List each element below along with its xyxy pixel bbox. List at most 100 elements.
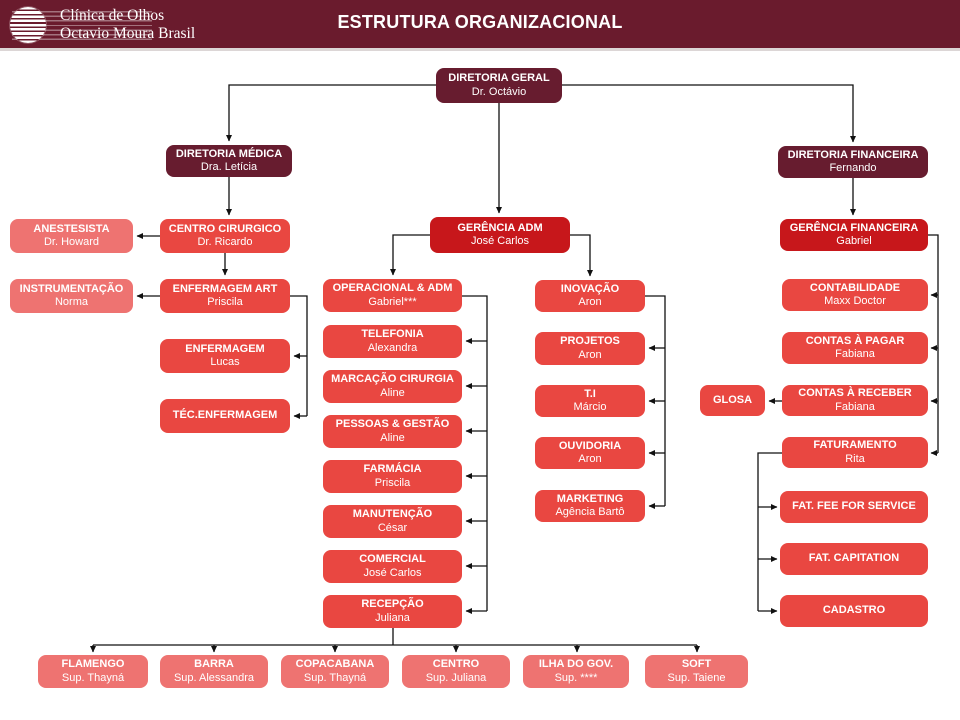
node-diretoria-financeira: DIRETORIA FINANCEIRA Fernando bbox=[778, 146, 928, 178]
node-title: GERÊNCIA FINANCEIRA bbox=[789, 221, 919, 234]
node-title: TÉC.ENFERMAGEM bbox=[172, 409, 278, 422]
node-title: CONTAS À RECEBER bbox=[798, 387, 912, 400]
node-diretoria-geral: DIRETORIA GERAL Dr. Octávio bbox=[436, 68, 562, 103]
logo-globe-icon bbox=[10, 7, 46, 43]
node-title: MARCAÇÃO CIRURGIA bbox=[331, 373, 454, 386]
node-title: RECEPÇÃO bbox=[361, 598, 424, 611]
node-subtitle: José Carlos bbox=[470, 235, 530, 248]
node-title: CADASTRO bbox=[822, 604, 886, 617]
node-subtitle: Sup. Thayná bbox=[303, 671, 367, 684]
node-title: BARRA bbox=[194, 658, 234, 671]
node-title: CONTAS À PAGAR bbox=[805, 334, 905, 347]
node-projetos: PROJETOS Aron bbox=[535, 332, 645, 365]
node-title: FATURAMENTO bbox=[813, 439, 897, 452]
node-title: CENTRO CIRURGICO bbox=[168, 222, 282, 235]
node-contas-a-receber: CONTAS À RECEBER Fabiana bbox=[782, 385, 928, 416]
node-subtitle: Fabiana bbox=[835, 400, 875, 413]
node-centro-cirurgico: CENTRO CIRURGICO Dr. Ricardo bbox=[160, 219, 290, 253]
node-ti: T.I Márcio bbox=[535, 385, 645, 417]
node-contas-a-pagar: CONTAS À PAGAR Fabiana bbox=[782, 332, 928, 364]
node-subtitle: Aline bbox=[380, 386, 405, 399]
node-pessoas-gestao: PESSOAS & GESTÃO Aline bbox=[323, 415, 462, 448]
node-title: OPERACIONAL & ADM bbox=[332, 282, 453, 295]
node-subtitle: Dra. Letícia bbox=[200, 161, 258, 174]
node-operacional-adm: OPERACIONAL & ADM Gabriel*** bbox=[323, 279, 462, 312]
node-title: GERÊNCIA ADM bbox=[457, 221, 543, 234]
node-soft: SOFT Sup. Taiene bbox=[645, 655, 748, 688]
node-comercial: COMERCIAL José Carlos bbox=[323, 550, 462, 583]
node-title: ANESTESISTA bbox=[33, 222, 110, 235]
node-subtitle: Juliana bbox=[375, 611, 410, 624]
node-title: GLOSA bbox=[712, 393, 753, 406]
node-subtitle: Dr. Ricardo bbox=[197, 236, 253, 249]
node-farmacia: FARMÁCIA Priscila bbox=[323, 460, 462, 493]
node-subtitle: Gabriel bbox=[836, 235, 872, 248]
node-subtitle: Sup. Thayná bbox=[61, 671, 125, 684]
node-subtitle: Aline bbox=[380, 431, 405, 444]
node-subtitle: Agência Bartô bbox=[555, 506, 625, 519]
node-subtitle: Márcio bbox=[573, 401, 607, 414]
node-subtitle: Aron bbox=[578, 296, 602, 309]
node-fat-fee-for-service: FAT. FEE FOR SERVICE bbox=[780, 491, 928, 523]
node-instrumentacao: INSTRUMENTAÇÃO Norma bbox=[10, 279, 133, 313]
node-subtitle: Aron bbox=[578, 453, 602, 466]
node-inovacao: INOVAÇÃO Aron bbox=[535, 280, 645, 312]
node-faturamento: FATURAMENTO Rita bbox=[782, 437, 928, 468]
header-bar: Clínica de Olhos Octavio Moura Brasil ES… bbox=[0, 0, 960, 51]
node-subtitle: Aron bbox=[578, 348, 602, 361]
node-tec-enfermagem: TÉC.ENFERMAGEM bbox=[160, 399, 290, 433]
node-title: ILHA DO GOV. bbox=[538, 658, 614, 671]
node-subtitle: Fabiana bbox=[835, 348, 875, 361]
clinic-name-line1: Clínica de Olhos bbox=[60, 7, 165, 24]
node-title: DIRETORIA FINANCEIRA bbox=[787, 148, 919, 161]
node-recepcao: RECEPÇÃO Juliana bbox=[323, 595, 462, 628]
node-title: ENFERMAGEM bbox=[185, 342, 265, 355]
node-barra: BARRA Sup. Alessandra bbox=[160, 655, 268, 688]
node-glosa: GLOSA bbox=[700, 385, 765, 416]
node-subtitle: Sup. Juliana bbox=[425, 671, 487, 684]
clinic-logo: Clínica de Olhos Octavio Moura Brasil bbox=[10, 4, 195, 46]
node-manutencao: MANUTENÇÃO César bbox=[323, 505, 462, 538]
node-title: PESSOAS & GESTÃO bbox=[335, 418, 450, 431]
node-subtitle: Priscila bbox=[374, 476, 411, 489]
node-subtitle: Lucas bbox=[210, 356, 240, 369]
node-anestesista: ANESTESISTA Dr. Howard bbox=[10, 219, 133, 253]
node-cadastro: CADASTRO bbox=[780, 595, 928, 627]
node-title: DIRETORIA GERAL bbox=[448, 72, 550, 85]
node-title: DIRETORIA MÉDICA bbox=[175, 147, 283, 160]
node-subtitle: Dr. Howard bbox=[43, 236, 100, 249]
node-subtitle: Gabriel*** bbox=[368, 295, 417, 308]
node-title: T.I bbox=[584, 387, 596, 400]
node-subtitle: Sup. Alessandra bbox=[173, 671, 255, 684]
node-fat-capitation: FAT. CAPITATION bbox=[780, 543, 928, 575]
node-subtitle: Alexandra bbox=[367, 341, 418, 354]
node-telefonia: TELEFONIA Alexandra bbox=[323, 325, 462, 358]
node-copacabana: COPACABANA Sup. Thayná bbox=[281, 655, 389, 688]
node-title: FARMÁCIA bbox=[363, 463, 422, 476]
node-title: SOFT bbox=[681, 658, 712, 671]
node-subtitle: José Carlos bbox=[363, 566, 422, 579]
node-enfermagem: ENFERMAGEM Lucas bbox=[160, 339, 290, 373]
node-title: INOVAÇÃO bbox=[560, 282, 620, 295]
node-title: TELEFONIA bbox=[361, 328, 424, 341]
node-title: OUVIDORIA bbox=[558, 439, 622, 452]
node-centro: CENTRO Sup. Juliana bbox=[402, 655, 510, 688]
node-title: FLAMENGO bbox=[61, 658, 125, 671]
node-ilha-do-gov: ILHA DO GOV. Sup. **** bbox=[523, 655, 629, 688]
node-title: PROJETOS bbox=[560, 335, 620, 348]
node-subtitle: Sup. Taiene bbox=[667, 671, 726, 684]
node-contabilidade: CONTABILIDADE Maxx Doctor bbox=[782, 279, 928, 311]
node-subtitle: Dr. Octávio bbox=[471, 85, 527, 98]
node-subtitle: Norma bbox=[54, 296, 88, 309]
node-subtitle: Fernando bbox=[829, 162, 877, 175]
node-ouvidoria: OUVIDORIA Aron bbox=[535, 437, 645, 469]
clinic-name-line2: Octavio Moura Brasil bbox=[60, 25, 196, 42]
node-gerencia-financeira: GERÊNCIA FINANCEIRA Gabriel bbox=[780, 219, 928, 251]
node-title: FAT. FEE FOR SERVICE bbox=[792, 500, 916, 513]
node-marcacao-cirurgia: MARCAÇÃO CIRURGIA Aline bbox=[323, 370, 462, 403]
node-title: MARKETING bbox=[556, 492, 624, 505]
node-title: INSTRUMENTAÇÃO bbox=[19, 282, 124, 295]
page-title: ESTRUTURA ORGANIZACIONAL bbox=[337, 12, 623, 32]
node-subtitle: César bbox=[377, 521, 408, 534]
